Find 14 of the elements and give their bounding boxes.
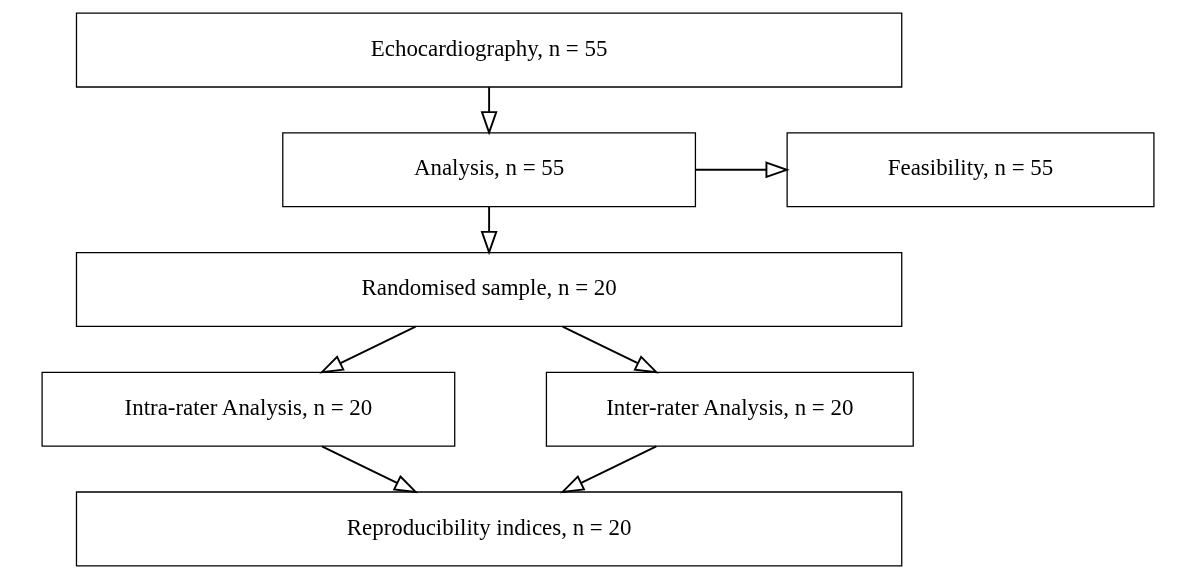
node-box: Echocardiography, n = 55 — [75, 12, 902, 88]
node-box: Reproducibility indices, n = 20 — [75, 491, 902, 567]
arrow — [559, 445, 657, 494]
arrow — [561, 325, 659, 374]
node-box: Analysis, n = 55 — [281, 132, 696, 208]
node-box: Feasibility, n = 55 — [786, 132, 1155, 208]
node-box: Randomised sample, n = 20 — [75, 251, 902, 328]
arrow — [320, 445, 418, 494]
node-box: Inter-rater Analysis, n = 20 — [545, 371, 914, 447]
arrow — [480, 86, 498, 136]
arrow — [318, 325, 417, 374]
node-box: Intra-rater Analysis, n = 20 — [40, 371, 455, 447]
arrow — [694, 161, 790, 179]
arrow — [480, 205, 498, 256]
